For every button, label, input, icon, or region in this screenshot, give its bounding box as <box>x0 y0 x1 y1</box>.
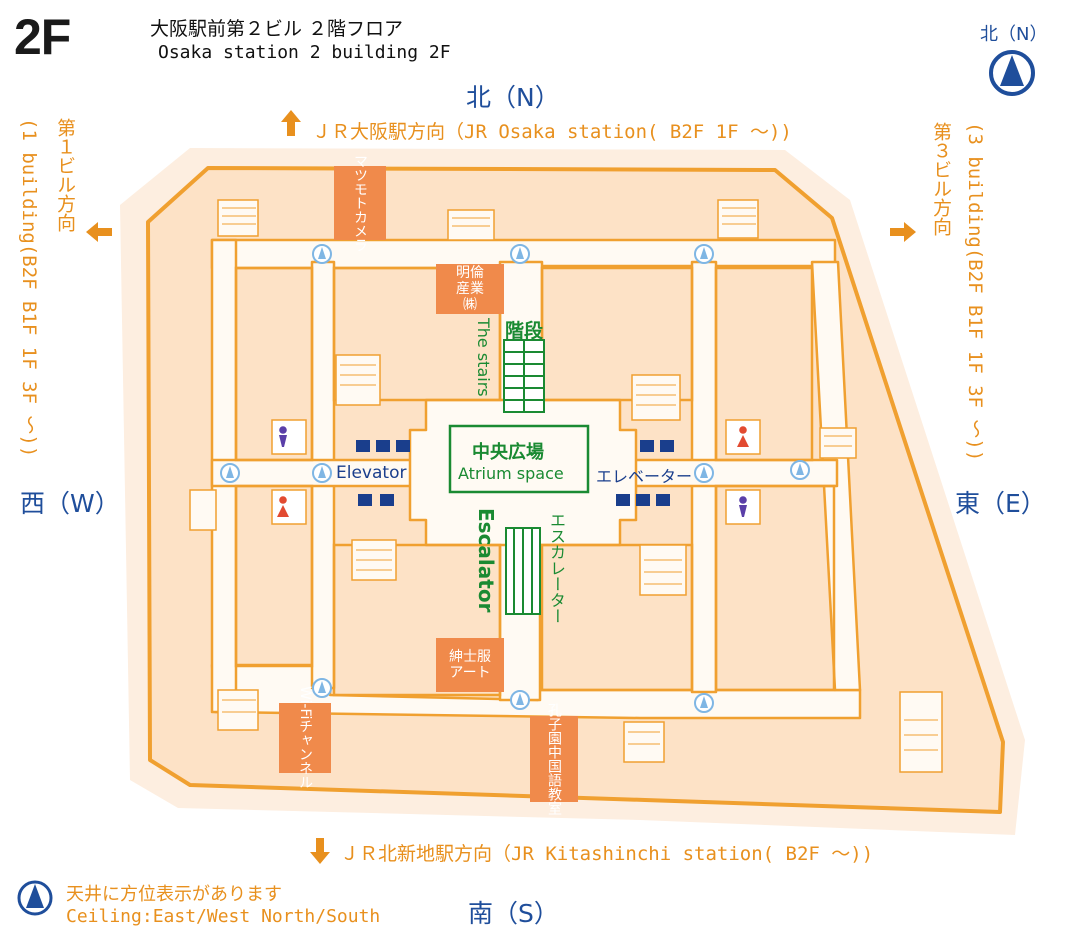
stairs-icon <box>189 199 943 773</box>
north-arrow-icon <box>989 50 1035 96</box>
tenant-shinshifuku-art[interactable]: 紳士服アート <box>436 638 504 692</box>
stair-lines <box>222 207 938 751</box>
title-en: Osaka station 2 building 2F <box>158 42 451 63</box>
west-route-en: (1 building(B2F B1F 1F 3F ～)) <box>18 118 40 458</box>
escalator-label-en: Escalator <box>474 508 498 613</box>
stairs-label-en: The stairs <box>474 318 493 397</box>
stairs-label-jp: 階段 <box>505 320 544 342</box>
east-route-en: (3 building(B2F B1F 1F 3F ～)) <box>964 122 986 462</box>
arrow-left-icon <box>86 222 112 242</box>
atrium-label-jp: 中央広場 <box>472 442 544 463</box>
tenant-meirin-sangyo[interactable]: 明倫産業㈱ <box>436 264 504 314</box>
north-route-label: ＪＲ大阪駅方向（JR Osaka station( B2F 1F ～)) <box>312 121 792 143</box>
elevator-icon <box>356 440 674 506</box>
elevator-label-jp: エレベーター <box>596 467 693 486</box>
direction-marker-arrows <box>226 247 804 708</box>
west-route-jp: 第１ビル方向 <box>54 118 76 232</box>
legend-jp: 天井に方位表示があります <box>66 884 282 905</box>
restroom-female-icon <box>277 426 749 517</box>
south-label: 南（S） <box>468 899 559 928</box>
tenant-matsumoto-camera[interactable]: マツモトカメラ <box>334 154 386 252</box>
legend-en: Ceiling:East/West North/South <box>66 906 381 927</box>
east-label: 東（E） <box>955 489 1046 518</box>
arrow-down-icon <box>310 838 330 864</box>
tenant-koshien-chinese[interactable]: 孔子園中国語教室 <box>530 703 578 815</box>
restroom-male-icon <box>279 426 747 517</box>
escalator-icon <box>505 527 541 615</box>
title-jp: 大阪駅前第２ビル ２階フロア <box>150 18 404 40</box>
west-label: 西（W） <box>20 489 120 518</box>
arrow-right-icon <box>890 222 916 242</box>
floor-badge: 2F <box>14 9 71 65</box>
east-route-jp: 第３ビル方向 <box>930 122 952 236</box>
tenant-wifi-channel[interactable]: Wi-Fiチャンネル <box>279 686 331 790</box>
legend-marker-icon <box>17 880 53 916</box>
escalator-label-jp: エスカレーター <box>547 512 566 624</box>
elevator-label-en: Elevator <box>336 463 407 483</box>
arrow-up-icon <box>281 110 301 136</box>
main-stairs-icon <box>503 339 545 413</box>
rooms <box>234 266 836 697</box>
south-route-label: ＪＲ北新地駅方向（JR Kitashinchi station( B2F ～)) <box>340 843 874 865</box>
atrium-label-en: Atrium space <box>458 464 564 483</box>
north-label: 北（N） <box>466 83 560 112</box>
restroom-boxes <box>271 419 761 525</box>
atrium-box <box>448 424 590 494</box>
compass-label: 北（N） <box>980 24 1048 45</box>
